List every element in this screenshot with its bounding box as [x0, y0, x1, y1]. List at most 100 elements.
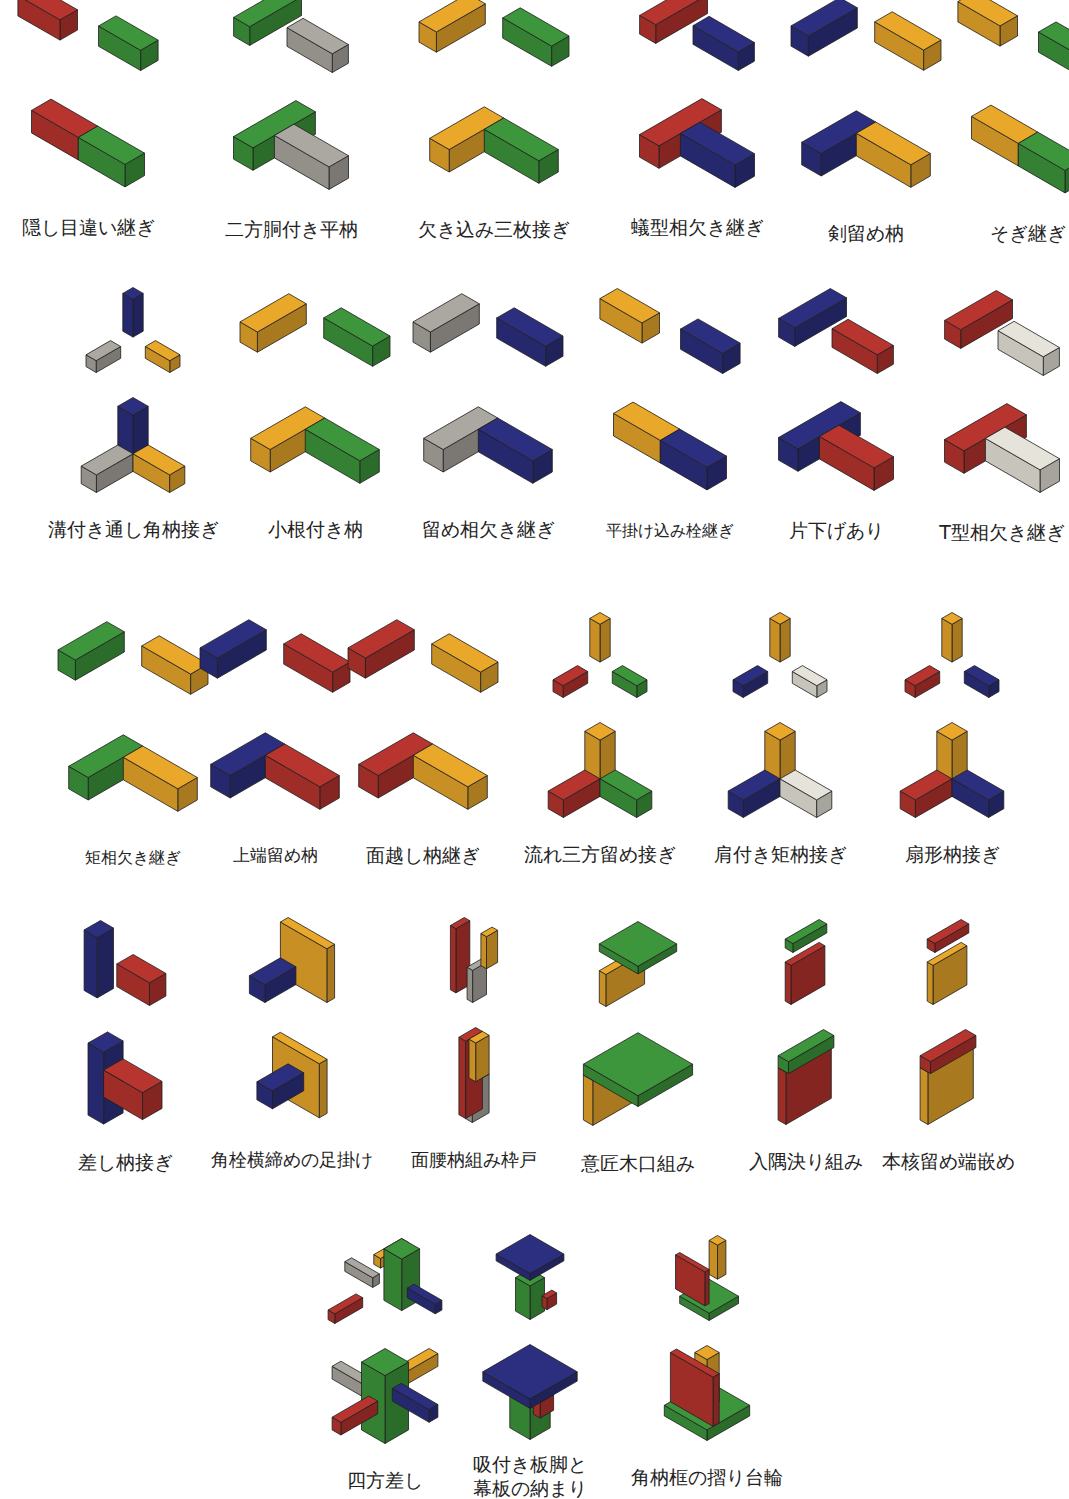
joint-name: 溝付き通し角枘接ぎ — [48, 518, 219, 542]
block-face — [905, 666, 940, 686]
block-face — [733, 666, 768, 686]
block-face — [459, 1037, 466, 1118]
block-face — [942, 618, 952, 662]
block-face — [287, 18, 348, 54]
block-face — [998, 321, 1059, 357]
block-face — [920, 1068, 928, 1125]
block-face — [450, 918, 469, 929]
block-face — [599, 971, 606, 1007]
joint-name: 蟻型相欠き継ぎ — [631, 216, 764, 240]
block-face — [469, 1039, 476, 1082]
block-face — [265, 744, 339, 787]
block-face — [660, 429, 726, 467]
block-face — [927, 920, 969, 944]
block-face — [88, 1043, 104, 1124]
block-face — [705, 1270, 709, 1306]
block-face — [327, 944, 335, 1002]
block-face — [709, 1240, 717, 1279]
block-face — [392, 1383, 438, 1409]
block-face — [765, 723, 795, 741]
block-face — [791, 0, 857, 36]
block-face — [856, 122, 930, 165]
block-face — [985, 427, 1059, 470]
joint-name: 吸付き板脚と 幕板の納まり — [470, 1453, 590, 1499]
joint-name: 角枘框の摺り台輪 — [631, 1466, 783, 1490]
block-face — [413, 294, 479, 332]
block-face — [778, 1068, 786, 1125]
block-face — [348, 620, 414, 658]
block-face — [942, 613, 962, 625]
block-face — [284, 634, 350, 672]
block-face — [600, 618, 610, 662]
block-face — [133, 445, 185, 475]
block-face — [142, 636, 208, 674]
block-face — [88, 1032, 123, 1052]
joint-name: 平掛け込み栓継ぎ — [606, 521, 734, 541]
block-face — [670, 1349, 719, 1377]
block-face — [832, 319, 893, 355]
block-face — [945, 291, 1013, 330]
block-face — [640, 0, 708, 25]
block-face — [779, 289, 847, 328]
block-face — [952, 618, 962, 662]
block-face — [920, 1030, 976, 1062]
block-face — [785, 962, 791, 1005]
joint-name: 剣留め枘 — [828, 222, 904, 246]
block-face — [927, 962, 933, 1005]
block-face — [483, 1345, 577, 1400]
block-face — [407, 1284, 442, 1304]
block-face — [240, 294, 306, 332]
joint-name: 角栓横締めの足掛け — [211, 1149, 373, 1172]
block-face — [770, 613, 790, 625]
block-face — [681, 319, 741, 353]
block-face — [484, 118, 558, 161]
block-face — [84, 921, 113, 938]
block-face — [123, 293, 133, 337]
block-face — [481, 934, 487, 969]
block-face — [481, 927, 498, 937]
block-face — [419, 0, 485, 32]
block-face — [900, 770, 952, 800]
block-face — [770, 618, 780, 662]
block-face — [778, 1030, 834, 1062]
block-face — [274, 124, 348, 167]
joint-name: 意匠木口組み — [581, 1152, 695, 1176]
block-face — [548, 770, 600, 800]
block-face — [599, 922, 676, 967]
block-face — [583, 1075, 592, 1125]
block-face — [467, 967, 473, 1002]
block-face — [362, 1349, 409, 1376]
block-face — [319, 1059, 327, 1118]
block-face — [78, 126, 144, 164]
block-face — [693, 16, 754, 52]
block-face — [99, 16, 159, 50]
block-face — [590, 618, 600, 662]
joint-name: 欠き込み三枚接ぎ — [418, 218, 570, 242]
block-face — [384, 1249, 402, 1311]
block-face — [709, 1236, 726, 1246]
block-face — [273, 1032, 328, 1064]
block-face — [469, 1031, 489, 1043]
block-face — [875, 12, 941, 50]
block-face — [478, 418, 552, 461]
block-face — [97, 928, 113, 998]
block-face — [324, 308, 390, 346]
block-face — [58, 622, 124, 660]
block-face — [718, 1240, 726, 1279]
block-face — [497, 308, 563, 346]
block-face — [145, 341, 180, 361]
block-face — [345, 1258, 380, 1278]
block-face — [1018, 132, 1069, 170]
block-face — [332, 1396, 378, 1422]
joint-name: 矩相欠き継ぎ — [85, 848, 181, 868]
joint-name: 隠し目違い継ぎ — [22, 216, 155, 240]
block-face — [249, 958, 296, 985]
joint-name: 面越し枘継ぎ — [366, 844, 480, 868]
block-face — [583, 1033, 692, 1096]
joint-name: 片下げあり — [789, 519, 884, 543]
block-face — [86, 341, 121, 361]
block-face — [937, 723, 967, 741]
block-face — [600, 770, 652, 800]
block-face — [780, 770, 832, 800]
joint-name: T型相欠き継ぎ — [939, 521, 1065, 545]
